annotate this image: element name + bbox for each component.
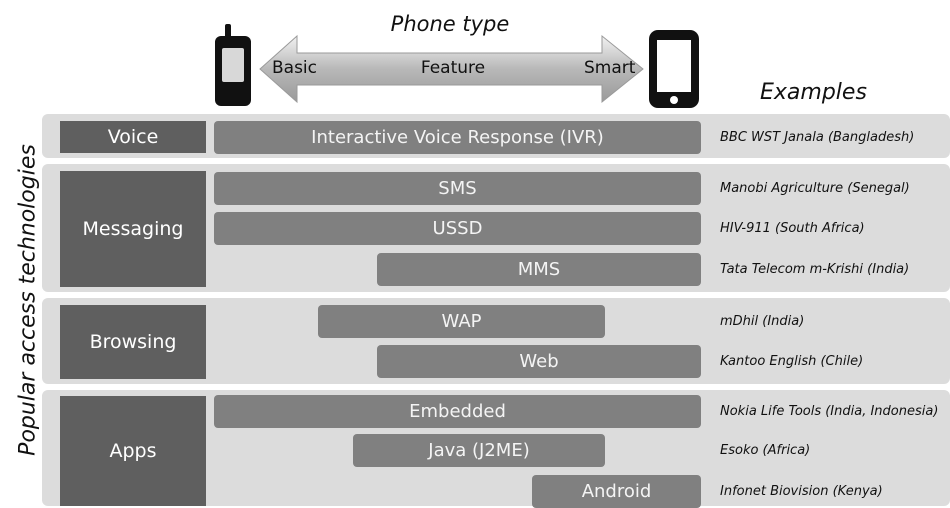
tech-bar-wap: WAP bbox=[318, 305, 605, 338]
tech-bar-ivr: Interactive Voice Response (IVR) bbox=[214, 121, 701, 154]
tech-label: WAP bbox=[441, 311, 482, 332]
tech-bar-web: Web bbox=[377, 345, 701, 378]
arrow-label-basic: Basic bbox=[272, 58, 318, 78]
tech-label: Interactive Voice Response (IVR) bbox=[311, 127, 604, 148]
tech-label: SMS bbox=[438, 178, 477, 199]
example-java: Esoko (Africa) bbox=[720, 443, 811, 458]
tech-bar-ussd: USSD bbox=[214, 212, 701, 245]
example-sms: Manobi Agriculture (Senegal) bbox=[720, 181, 910, 196]
tech-label: Web bbox=[519, 351, 559, 372]
category-voice: Voice bbox=[60, 121, 206, 153]
tech-label: MMS bbox=[517, 259, 561, 280]
basic-phone-icon bbox=[215, 24, 251, 106]
phone-type-title: Phone type bbox=[390, 12, 510, 36]
tech-label: Android bbox=[581, 481, 652, 502]
smartphone-icon bbox=[649, 30, 699, 108]
tech-label: Java (J2ME) bbox=[428, 440, 530, 461]
tech-label: Embedded bbox=[409, 401, 506, 422]
example-android: Infonet Biovision (Kenya) bbox=[720, 484, 883, 499]
example-embedded: Nokia Life Tools (India, Indonesia) bbox=[720, 404, 939, 419]
tech-bar-android: Android bbox=[532, 475, 701, 508]
arrow-label-smart: Smart bbox=[584, 58, 636, 78]
example-wap: mDhil (India) bbox=[720, 314, 805, 329]
tech-bar-sms: SMS bbox=[214, 172, 701, 205]
example-web: Kantoo English (Chile) bbox=[720, 354, 864, 369]
tech-bar-mms: MMS bbox=[377, 253, 701, 286]
category-browsing: Browsing bbox=[60, 305, 206, 379]
tech-bar-embedded: Embedded bbox=[214, 395, 701, 428]
y-axis-label: Popular access technologies bbox=[15, 144, 41, 456]
tech-bar-java: Java (J2ME) bbox=[353, 434, 605, 467]
arrow-label-feature: Feature bbox=[420, 58, 486, 78]
example-ussd: HIV-911 (South Africa) bbox=[720, 221, 865, 236]
category-apps: Apps bbox=[60, 396, 206, 506]
double-arrow-icon bbox=[259, 34, 644, 104]
example-mms: Tata Telecom m-Krishi (India) bbox=[720, 262, 910, 277]
example-ivr: BBC WST Janala (Bangladesh) bbox=[720, 130, 915, 145]
category-messaging: Messaging bbox=[60, 171, 206, 287]
phone-type-arrow-graphic bbox=[215, 24, 699, 108]
tech-label: USSD bbox=[432, 218, 483, 239]
examples-title: Examples bbox=[760, 80, 867, 105]
